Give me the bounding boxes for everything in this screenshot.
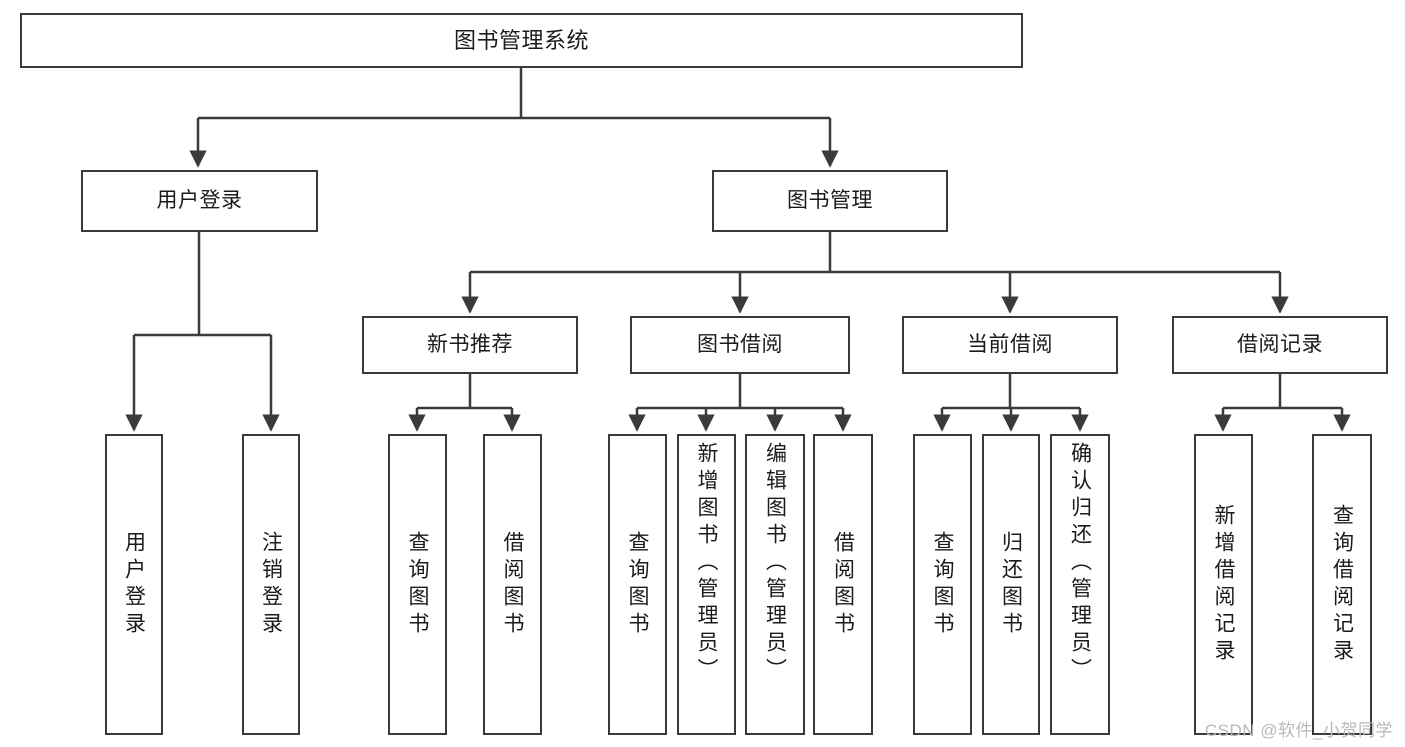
node-leaf-borrow-book-1-label: 借阅图书: [501, 530, 524, 639]
node-leaf-user-login[interactable]: 用户登录: [105, 434, 163, 735]
node-leaf-add-record-label: 新增借阅记录: [1212, 503, 1235, 666]
node-leaf-return-book-label: 归还图书: [999, 530, 1023, 639]
node-leaf-borrow-book-2-label: 借阅图书: [831, 530, 855, 639]
node-borrow-record-label: 借阅记录: [1237, 332, 1323, 356]
node-leaf-add-record[interactable]: 新增借阅记录: [1194, 434, 1253, 735]
node-book-borrow[interactable]: 图书借阅: [630, 316, 850, 374]
node-leaf-confirm-return[interactable]: 确认归还（管理员）: [1050, 434, 1110, 735]
node-leaf-query-book-1-label: 查询图书: [406, 530, 429, 639]
node-leaf-add-book[interactable]: 新增图书（管理员）: [677, 434, 736, 735]
node-leaf-add-book-label: 新增图书（管理员）: [695, 442, 718, 685]
node-user-login[interactable]: 用户登录: [81, 170, 318, 232]
node-user-login-label: 用户登录: [156, 188, 243, 212]
watermark: CSDN @软件_小贺同学: [1204, 721, 1393, 740]
node-borrow-record[interactable]: 借阅记录: [1172, 316, 1388, 374]
node-leaf-query-book-2-label: 查询图书: [626, 530, 649, 639]
node-leaf-query-record[interactable]: 查询借阅记录: [1312, 434, 1372, 735]
node-current-borrow-label: 当前借阅: [967, 332, 1053, 356]
node-leaf-return-book[interactable]: 归还图书: [982, 434, 1040, 735]
node-new-book-recommend[interactable]: 新书推荐: [362, 316, 578, 374]
node-book-borrow-label: 图书借阅: [697, 332, 783, 356]
node-root[interactable]: 图书管理系统: [20, 13, 1023, 68]
node-leaf-query-book-2[interactable]: 查询图书: [608, 434, 667, 735]
node-leaf-edit-book[interactable]: 编辑图书（管理员）: [745, 434, 805, 735]
node-leaf-query-book-1[interactable]: 查询图书: [388, 434, 447, 735]
node-leaf-query-book-3-label: 查询图书: [931, 530, 954, 639]
node-current-borrow[interactable]: 当前借阅: [902, 316, 1118, 374]
node-root-label: 图书管理系统: [453, 27, 589, 53]
node-leaf-query-book-3[interactable]: 查询图书: [913, 434, 972, 735]
node-leaf-user-logout-label: 注销登录: [259, 530, 283, 639]
node-leaf-edit-book-label: 编辑图书（管理员）: [763, 442, 787, 685]
node-book-manage[interactable]: 图书管理: [712, 170, 948, 232]
node-leaf-confirm-return-label: 确认归还（管理员）: [1068, 442, 1092, 685]
node-leaf-borrow-book-2[interactable]: 借阅图书: [813, 434, 873, 735]
node-leaf-query-record-label: 查询借阅记录: [1330, 503, 1354, 666]
node-new-book-recommend-label: 新书推荐: [427, 332, 513, 356]
node-leaf-borrow-book-1[interactable]: 借阅图书: [483, 434, 542, 735]
node-leaf-user-login-label: 用户登录: [122, 530, 146, 639]
node-book-manage-label: 图书管理: [787, 188, 873, 212]
node-leaf-user-logout[interactable]: 注销登录: [242, 434, 300, 735]
